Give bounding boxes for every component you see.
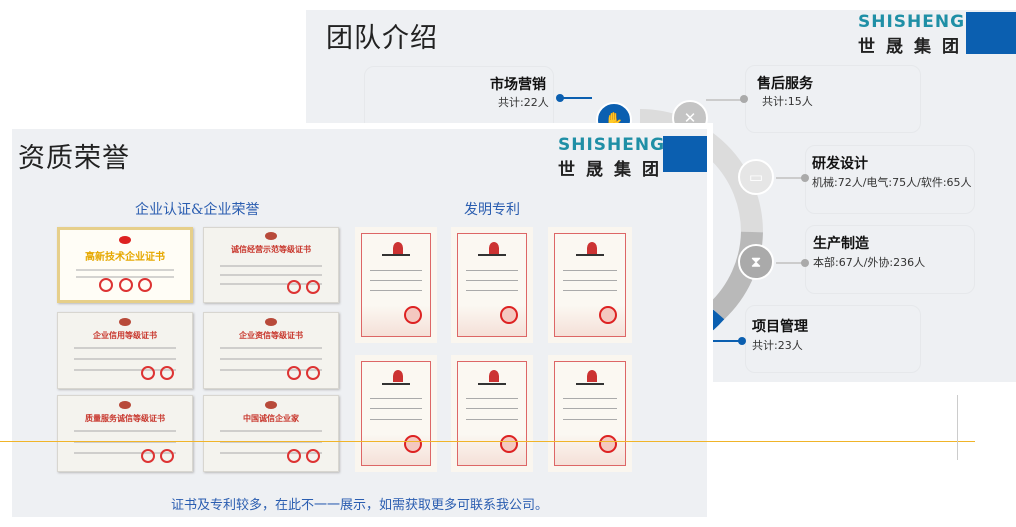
logo-block (966, 12, 1016, 54)
connector-dot (556, 94, 564, 102)
dept-detail: 共计:23人 (752, 339, 803, 352)
connector-dot (740, 95, 748, 103)
connector-line (706, 340, 742, 342)
connector-line (776, 262, 804, 264)
patent-image (548, 227, 632, 343)
patent-image (355, 355, 437, 472)
honor-slide-title: 资质荣誉 (18, 143, 130, 174)
dept-card-marketing (364, 66, 554, 134)
certificate-title: 诚信经营示范等级证书 (231, 245, 311, 255)
dept-detail: 机械:72人/电气:75人/软件:65人 (812, 176, 972, 189)
company-logo: SHISHENG 世晟集团 (858, 12, 1016, 57)
hourglass-icon: ⧗ (738, 244, 774, 280)
connector-line (776, 177, 804, 179)
logo-en: SHISHENG (558, 135, 666, 155)
emblem-icon (119, 317, 131, 326)
dept-card-rnd (805, 145, 975, 214)
dept-name: 项目管理 (752, 319, 808, 335)
guide-line-horizontal (0, 441, 975, 442)
battery-icon: ▭ (738, 159, 774, 195)
logo-block (663, 136, 707, 172)
dept-name: 生产制造 (813, 236, 869, 252)
certificate-image: 企业信用等级证书 (57, 312, 193, 389)
logo-cn: 世晟集团 (558, 160, 670, 180)
dept-name: 售后服务 (757, 76, 813, 92)
dept-detail: 本部:67人/外协:236人 (813, 256, 926, 269)
ring-segment-light (639, 109, 763, 233)
patent-image (451, 355, 533, 472)
connector-dot (801, 174, 809, 182)
certificate-title: 企业信用等级证书 (93, 330, 157, 340)
dept-card-service (745, 65, 921, 133)
certificate-title: 中国诚信企业家 (243, 413, 299, 423)
certificate-image: 诚信经营示范等级证书 (203, 227, 339, 303)
company-logo: SHISHENG 世晟集团 (558, 135, 707, 180)
patent-image (355, 227, 437, 343)
certificate-title: 高新技术企业证书 (85, 252, 165, 264)
certificate-image: 质量服务诚信等级证书 (57, 395, 193, 472)
certificate-image: 中国诚信企业家 (203, 395, 339, 472)
dept-detail: 共计:15人 (762, 95, 813, 108)
connector-line (706, 99, 744, 101)
guide-line-vertical (957, 395, 958, 460)
emblem-icon (119, 400, 131, 409)
section-patents-heading: 发明专利 (464, 202, 520, 218)
connector-dot (738, 337, 746, 345)
logo-en: SHISHENG (858, 12, 966, 32)
ring-segment-blue (698, 304, 725, 331)
dept-card-production (805, 225, 975, 294)
connector-dot (801, 259, 809, 267)
honor-slide: 资质荣誉 SHISHENG 世晟集团 企业认证&企业荣誉 发明专利 高新技术企业… (12, 129, 707, 517)
section-certs-heading: 企业认证&企业荣誉 (135, 202, 260, 218)
honor-footer-note: 证书及专利较多，在此不一一展示，如需获取更多可联系我公司。 (170, 498, 548, 513)
team-slide-title: 团队介绍 (326, 23, 438, 54)
patent-image (548, 355, 632, 472)
emblem-icon (265, 232, 277, 241)
emblem-icon (265, 317, 277, 326)
certificate-image: 高新技术企业证书 (57, 227, 193, 303)
emblem-icon (119, 235, 131, 244)
emblem-icon (265, 400, 277, 409)
certificate-image: 企业资信等级证书 (203, 312, 339, 389)
certificate-title: 企业资信等级证书 (239, 330, 303, 340)
dept-name: 研发设计 (812, 156, 868, 172)
certificate-title: 质量服务诚信等级证书 (85, 413, 165, 423)
dept-name: 市场营销 (490, 77, 546, 93)
logo-cn: 世晟集团 (858, 37, 970, 57)
ring-segment-dark (708, 231, 763, 321)
connector-line (562, 97, 592, 99)
patent-image (451, 227, 533, 343)
dept-card-project (745, 305, 921, 373)
dept-detail: 共计:22人 (498, 96, 549, 109)
